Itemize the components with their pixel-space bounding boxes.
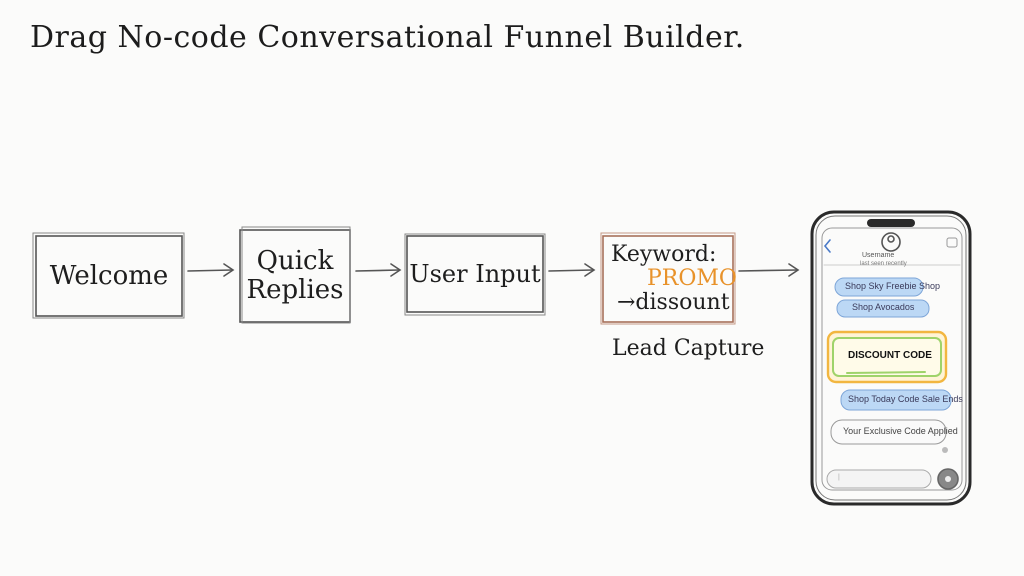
quick-replies-node-frame (239, 226, 351, 324)
arrow-input-to-keyword (548, 263, 596, 277)
chat-bubble-1: Shop Sky Freebie Shop (845, 281, 941, 291)
welcome-node[interactable]: Welcome (36, 236, 182, 316)
welcome-label: Welcome (49, 260, 169, 291)
phone-send-button[interactable] (940, 471, 956, 487)
phone-header-name: Username (862, 252, 895, 259)
quick-replies-label-line1: Quick (256, 246, 334, 277)
chat-bubble-4: Your Exclusive Code Applied (843, 426, 958, 436)
discount-code-label: DISCOUNT CODE (848, 350, 932, 361)
keyword-label: Keyword: (611, 241, 717, 267)
user-input-node[interactable]: User Input (407, 236, 543, 312)
phone-header-status: last seen recently (860, 261, 907, 267)
user-input-label: User Input (409, 259, 541, 288)
phone-header (823, 232, 961, 266)
arrow-quick-to-input (355, 263, 402, 277)
arrow-keyword-to-phone (738, 263, 800, 277)
quick-replies-node[interactable]: Quick Replies (240, 230, 350, 322)
phone-input-bar (826, 468, 959, 490)
keyword-node-frame (600, 232, 736, 325)
discount-action-label: →dissount (617, 290, 730, 316)
quick-replies-label-line2: Replies (246, 275, 344, 305)
chat-bubble-2: Shop Avocados (852, 302, 915, 312)
user-input-node-frame (404, 233, 546, 316)
phone-message-input[interactable]: | (838, 474, 840, 481)
chat-bubbles (826, 277, 952, 453)
chat-bubble-3: Shop Today Code Sale Ends (848, 394, 963, 404)
lead-capture-caption: Lead Capture (612, 336, 765, 361)
phone-frame (810, 210, 972, 506)
welcome-node-frame (32, 232, 185, 319)
page-title: Drag No-code Conversational Funnel Build… (30, 20, 745, 55)
arrow-welcome-to-quick (187, 263, 235, 277)
keyword-node[interactable]: Keyword: PROMO →dissount (603, 236, 737, 322)
promo-keyword: PROMO (647, 265, 737, 291)
